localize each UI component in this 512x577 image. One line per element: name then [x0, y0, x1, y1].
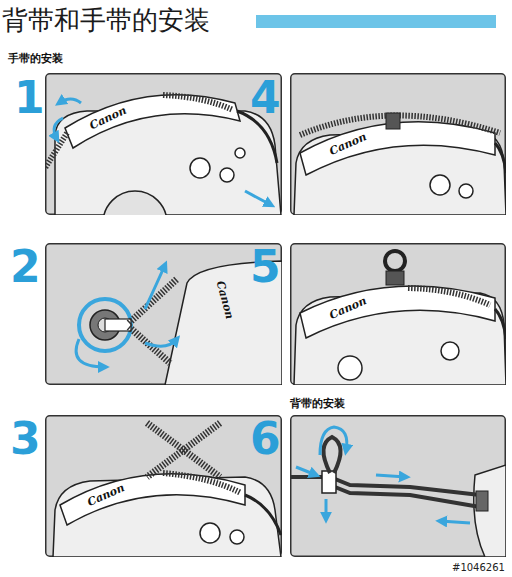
watermark: #1046261 [452, 563, 505, 573]
step-number: 6 [250, 417, 281, 461]
step-panel [46, 416, 282, 557]
step-panel [45, 74, 281, 255]
section-heading: 手带的安装 [8, 53, 63, 64]
step-panel [291, 244, 506, 385]
step-number: 5 [250, 245, 281, 289]
step-panel [46, 244, 282, 385]
page-title: 背带和手带的安装 [2, 7, 210, 33]
step-number: 4 [250, 76, 281, 120]
step-panel [291, 74, 506, 215]
title-bar [256, 15, 496, 28]
section-heading: 背带的安装 [290, 398, 345, 409]
step-number: 1 [14, 76, 45, 120]
step-panel [290, 416, 506, 557]
step-number: 2 [10, 245, 41, 289]
step-number: 3 [10, 417, 41, 461]
